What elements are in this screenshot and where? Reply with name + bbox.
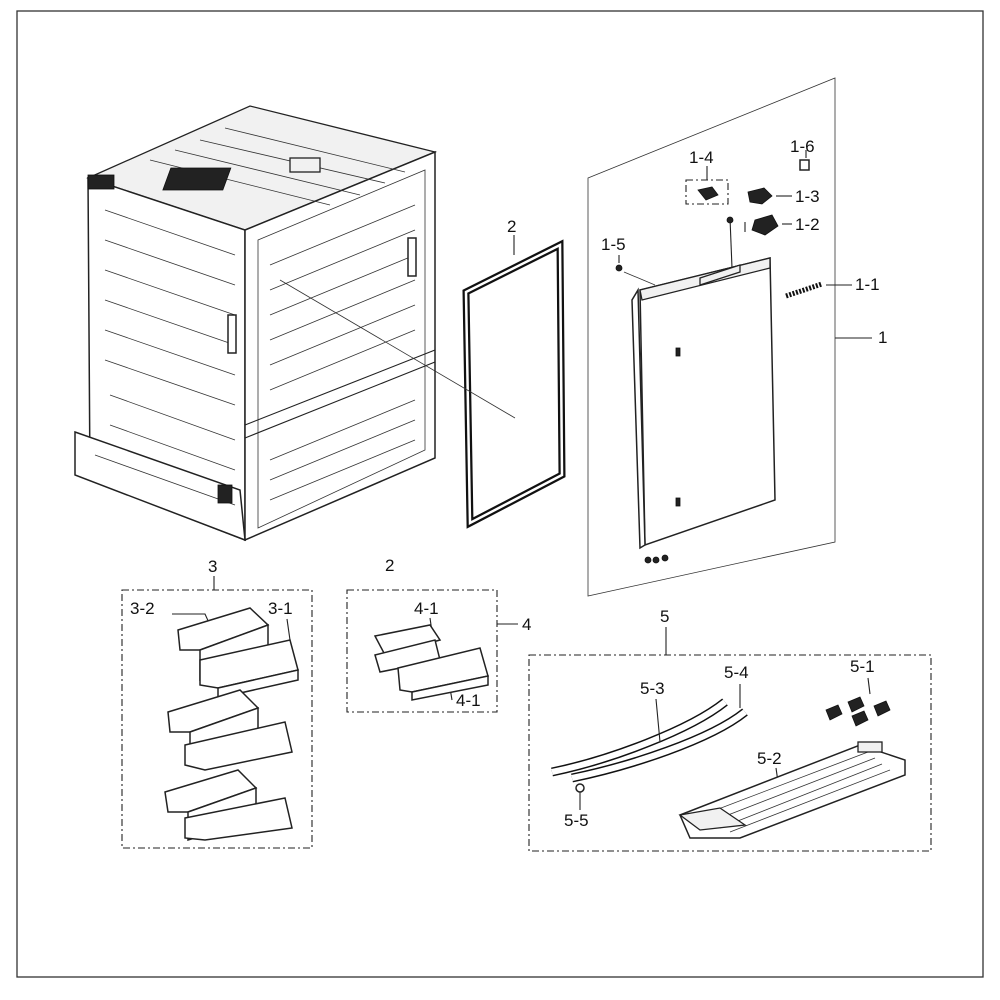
label-1-6: 1-6 [790, 137, 815, 156]
label-4-1-bottom: 4-1 [456, 691, 481, 710]
part-4-1-guards [373, 624, 489, 701]
label-5-5: 5-5 [564, 811, 589, 830]
label-1-3: 1-3 [795, 187, 820, 206]
label-1-4: 1-4 [689, 148, 714, 167]
label-4: 4 [522, 615, 531, 634]
label-4-1-top: 4-1 [414, 599, 439, 618]
part-5-3-tubes [551, 698, 748, 783]
label-1-5: 1-5 [601, 235, 626, 254]
label-3: 3 [208, 557, 217, 576]
label-1: 1 [878, 328, 887, 347]
group-4-boundary [346, 589, 498, 713]
label-2-gasket: 2 [507, 217, 516, 236]
part-1-1-spring [785, 281, 823, 299]
door-gasket [462, 239, 566, 529]
label-5-1: 5-1 [850, 657, 875, 676]
part-1-5-screw [615, 264, 623, 272]
group-5-boundary [528, 654, 932, 852]
part-1-4-bracket [697, 186, 719, 201]
label-5-3: 5-3 [640, 679, 665, 698]
label-5-2: 5-2 [757, 749, 782, 768]
bins-lower [164, 769, 293, 842]
diagram-border [16, 10, 984, 978]
part-5-1-clips [825, 696, 891, 727]
label-5-4: 5-4 [724, 663, 749, 682]
label-3-2: 3-2 [130, 599, 155, 618]
part-1-3-hinge-cap [747, 187, 773, 205]
label-3-1: 3-1 [268, 599, 293, 618]
label-2-group: 2 [385, 556, 394, 575]
part-1-2-hinge [744, 214, 779, 236]
bins-middle [167, 689, 293, 771]
group-3-boundary [121, 589, 313, 849]
refrigerator-cabinet [74, 105, 438, 542]
door-assembly-boundary [587, 77, 836, 597]
part-5-2-tray [678, 741, 906, 839]
bins-upper [177, 607, 299, 699]
label-1-1: 1-1 [855, 275, 880, 294]
label-5: 5 [660, 607, 669, 626]
label-1-2: 1-2 [795, 215, 820, 234]
part-1-6-cap [799, 159, 810, 171]
part-5-5-fitting [575, 783, 585, 793]
door-panel [631, 257, 776, 564]
